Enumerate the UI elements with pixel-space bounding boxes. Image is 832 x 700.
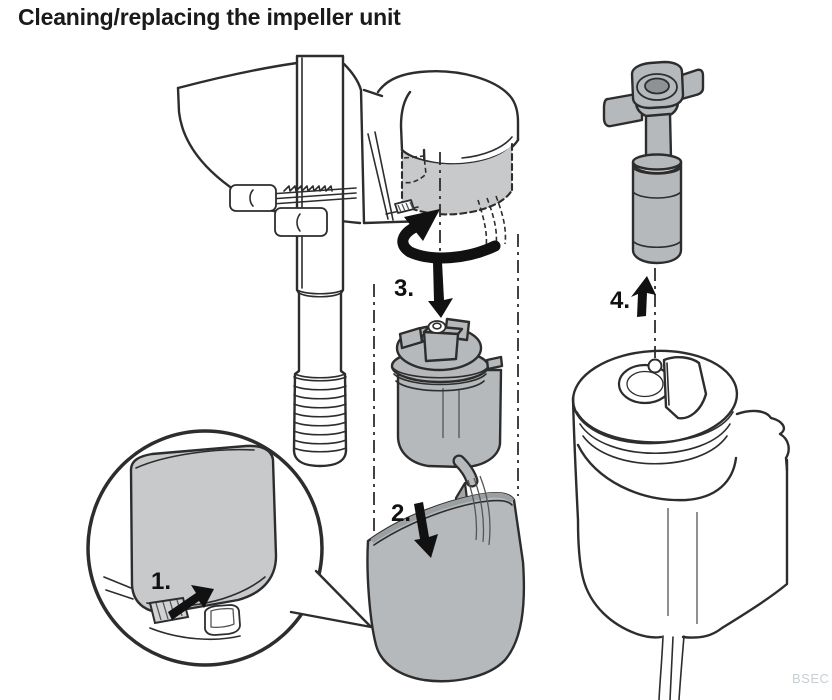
impeller [602,60,705,265]
step-2-arrow-down-icon [414,502,438,558]
step-1-label: 1. [151,568,171,595]
watermark: BSEC [792,671,830,686]
impeller-cavity [385,142,514,249]
step-4-arrow-up-icon [631,276,656,317]
step-4-label: 4. [610,287,630,314]
page-title: Cleaning/replacing the impeller unit [18,4,401,30]
pump-head [376,70,520,166]
detail-callout: 1. [86,429,373,667]
motor-body [571,349,790,700]
mounting-clamp [229,184,357,237]
step-1-arrow-icon [168,585,214,620]
step-2-label: 2. [391,500,411,527]
impeller-unit [390,317,504,488]
step-3-label: 3. [394,275,414,302]
pump-cover [366,475,526,683]
rotate-arrow-icon [397,209,501,264]
step-3-arrow-down-icon [428,262,453,318]
intake-tube [292,54,348,468]
